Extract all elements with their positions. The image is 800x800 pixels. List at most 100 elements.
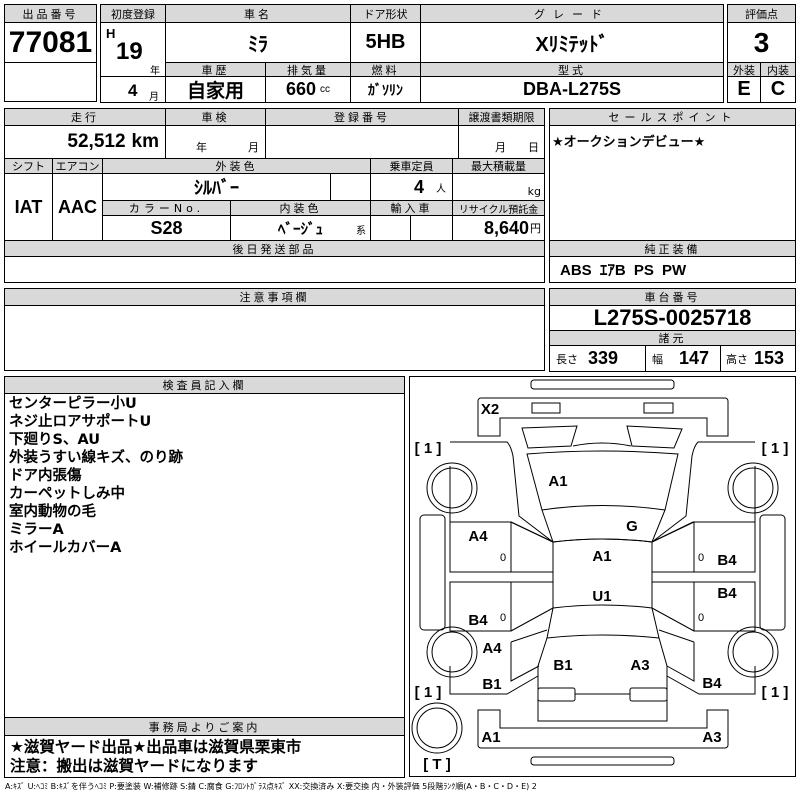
- lot-empty-cell: [4, 62, 97, 102]
- car-name-value: ﾐﾗ: [165, 22, 351, 63]
- height-value: 153: [754, 348, 785, 368]
- tire-rating-rear-right: [ 1 ]: [762, 684, 789, 701]
- right-connectors: [651, 521, 695, 632]
- mark-front-door-left: A4: [468, 528, 488, 545]
- inspector-line: ホイールカバーA: [9, 540, 122, 556]
- mark-roof-rear: U1: [592, 588, 611, 605]
- front-door-right: [693, 521, 756, 573]
- int-color-suffix: 系: [356, 226, 366, 237]
- int-color-value: ﾍﾞｰｼﾞｭ: [277, 220, 323, 238]
- specs-label: 諸元: [549, 330, 796, 346]
- mileage-unit: km: [131, 131, 159, 152]
- windshield: [526, 450, 679, 511]
- diagram-border: [409, 376, 796, 777]
- hood-panel: [477, 397, 729, 437]
- fuel-label: 燃料: [350, 62, 421, 77]
- mark-rear-fender-left: A4: [482, 640, 502, 657]
- lot-number: 77081: [4, 22, 97, 63]
- inspector-line: 下廻りS、AU: [9, 432, 100, 448]
- tire-rating-front-left: [ 1 ]: [415, 440, 442, 457]
- rear-door-right: [693, 581, 756, 632]
- later-parts-label: 後日発送部品: [4, 240, 545, 257]
- chassis-label: 車台番号: [549, 288, 796, 306]
- mark-front-door-right: B4: [717, 552, 737, 569]
- rear-door-left: [449, 581, 512, 632]
- front-door-left: [449, 521, 512, 573]
- exterior-grade: E: [727, 76, 761, 103]
- inspection-value: 年 月: [165, 125, 266, 159]
- wheel-rear-left: [431, 631, 473, 673]
- max-load-label: 最大積載量: [452, 158, 545, 174]
- damage-diagram: X2 [ 1 ] [ 1 ] [ 1 ] [ 1 ] A1 G A4 0 A1 …: [409, 376, 796, 777]
- model-label: 型式: [420, 62, 724, 77]
- wheel-front-right: [732, 467, 774, 509]
- mileage-label: 走行: [4, 108, 166, 126]
- exterior-label: 外装: [727, 62, 761, 77]
- office-line: ★滋賀ヤード出品★出品車は滋賀県栗東市: [10, 737, 302, 756]
- mark-rear-bumper-left: A1: [481, 729, 500, 746]
- rear-fender-left: [449, 629, 548, 695]
- mark-rear-door-right: B4: [717, 585, 737, 602]
- inspector-line: ネジ止ロアサポートU: [9, 414, 152, 430]
- registration-year: 19: [116, 38, 143, 65]
- headlight-right: [643, 402, 674, 414]
- lot-label: 出品番号: [4, 4, 97, 23]
- mark-zero: 0: [500, 552, 506, 564]
- sales-point-label: セールスポイント: [549, 108, 796, 126]
- spare-tire-rating: [ T ]: [423, 756, 451, 773]
- notes-label: 注意事項欄: [4, 288, 545, 306]
- recycle-unit: 円: [530, 223, 541, 235]
- divider: [100, 76, 166, 77]
- registration-month: 4: [128, 81, 138, 100]
- inspector-line: ドア内張傷: [9, 468, 82, 484]
- model-value: DBA-L275S: [420, 76, 724, 103]
- wheel-rear-right: [732, 631, 774, 673]
- notes-value: [4, 305, 545, 371]
- inspector-line: センターピラー小U: [9, 396, 137, 412]
- tire-rating-rear-left: [ 1 ]: [415, 684, 442, 701]
- int-color-cell: ﾍﾞｰｼﾞｭ 系: [230, 215, 371, 241]
- color-no-label: カラーNo.: [102, 200, 231, 216]
- rear-bumper: [530, 756, 675, 766]
- recycle-value: 8,640: [483, 217, 529, 238]
- score-value: 3: [727, 22, 796, 63]
- length-label: 長さ: [556, 353, 578, 366]
- transfer-month-unit: 月: [495, 141, 506, 154]
- cowl: [521, 425, 683, 449]
- office-notice: ★滋賀ヤード出品★出品車は滋賀県栗東市 注意：搬出は滋賀ヤードになります: [4, 735, 405, 778]
- mark-zero: 0: [698, 552, 704, 564]
- transfer-label: 譲渡書類期限: [458, 108, 545, 126]
- mark-rear-bumper-right: A3: [702, 729, 721, 746]
- mark-windshield: A1: [548, 473, 567, 490]
- mark-zero: 0: [500, 612, 506, 624]
- grade-value: Xﾘﾐﾃｯﾄﾞ: [420, 22, 724, 63]
- equipment-label: 純正装備: [549, 240, 796, 257]
- first-registration-label: 初度登録: [100, 4, 166, 23]
- shift-label: シフト: [4, 158, 53, 174]
- front-bumper: [530, 379, 675, 390]
- plate-label: 登録番号: [265, 108, 459, 126]
- sales-point-value: ★オークションデビュー★: [549, 125, 796, 241]
- fuel-value: ｶﾞｿﾘﾝ: [350, 76, 421, 103]
- displacement-value: 660: [285, 79, 317, 99]
- plate-value: [265, 125, 459, 159]
- grade-label: グレード: [420, 4, 724, 23]
- sill-right: [759, 514, 786, 631]
- score-label: 評価点: [727, 4, 796, 23]
- equipment-value: ABS ｴｱB PS PW: [549, 256, 796, 283]
- aircon-value: AAC: [52, 173, 103, 241]
- mark-zero: 0: [698, 612, 704, 624]
- door-value: 5HB: [350, 22, 421, 63]
- color-no-value: S28: [102, 215, 231, 241]
- later-parts-value: [4, 256, 545, 283]
- mark-roof: A1: [592, 548, 611, 565]
- mark-rear-door-left: B4: [468, 612, 488, 629]
- mark-glass: G: [626, 518, 638, 535]
- left-connectors: [510, 521, 554, 632]
- width-label: 幅: [652, 353, 663, 366]
